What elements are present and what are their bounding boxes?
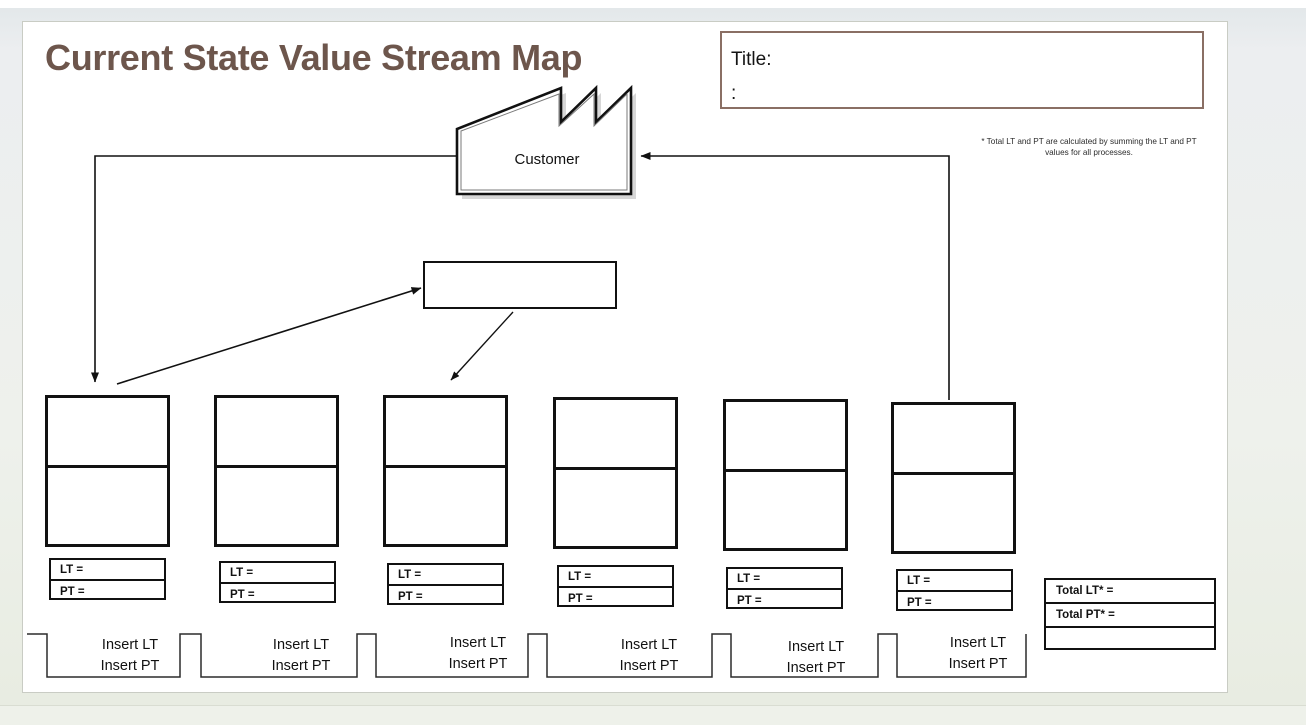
pt-field-4[interactable]: PT = (568, 592, 593, 605)
top-chrome-strip (0, 0, 1306, 9)
timeline-pt-2: Insert PT (271, 658, 331, 674)
process-1-divider (48, 465, 167, 468)
ltpt-box-5[interactable]: LT = PT = (726, 567, 843, 609)
totals-extra-field[interactable] (1046, 628, 1214, 652)
title-textbox[interactable]: Title: : (720, 31, 1204, 109)
timeline-label-3[interactable]: Insert LT Insert PT (403, 633, 553, 675)
page-title[interactable]: Current State Value Stream Map (45, 37, 583, 78)
customer-label: Customer (514, 151, 580, 168)
process-4-top-slot[interactable] (556, 400, 675, 467)
process-to-customer-flow-arrow (640, 152, 950, 400)
timeline-pt-1: Insert PT (100, 658, 160, 674)
timeline-lt-6: Insert LT (949, 635, 1007, 651)
information-flow-arrow-in (116, 287, 422, 385)
totals-box[interactable]: Total LT* = Total PT* = (1044, 578, 1216, 650)
timeline-pt-3: Insert PT (448, 656, 508, 672)
ltpt-box-1[interactable]: LT = PT = (49, 558, 166, 600)
timeline-lt-5: Insert LT (787, 639, 845, 655)
lt-field-6[interactable]: LT = (898, 571, 1011, 592)
timeline-lt-4: Insert LT (620, 637, 678, 653)
footnote-text: * Total LT and PT are calculated by summ… (981, 137, 1197, 157)
lt-field-2[interactable]: LT = (221, 563, 334, 584)
pt-field-6[interactable]: PT = (907, 596, 932, 609)
diagram-overlay (27, 84, 1027, 678)
lt-field-5[interactable]: LT = (728, 569, 841, 590)
process-2-bottom-slot[interactable] (217, 468, 336, 544)
process-3-top-slot[interactable] (386, 398, 505, 465)
process-4-bottom-slot[interactable] (556, 470, 675, 546)
process-2-top-slot[interactable] (217, 398, 336, 465)
lt-field-3[interactable]: LT = (389, 565, 502, 586)
timeline-pt-5: Insert PT (786, 660, 846, 676)
pt-field-2[interactable]: PT = (230, 588, 255, 601)
process-5-divider (726, 469, 845, 472)
timeline-lt-1: Insert LT (101, 637, 159, 653)
process-1-bottom-slot[interactable] (48, 468, 167, 544)
process-5-bottom-slot[interactable] (726, 472, 845, 548)
customer-node[interactable]: Customer (451, 85, 643, 195)
ltpt-box-3[interactable]: LT = PT = (387, 563, 504, 605)
title-textbox-line-1: Title: (731, 49, 772, 70)
total-pt-field[interactable]: Total PT* = (1046, 604, 1214, 628)
total-lt-field[interactable]: Total LT* = (1046, 580, 1214, 604)
process-box-4[interactable] (553, 397, 678, 549)
title-textbox-line-2: : (731, 83, 737, 104)
timeline-label-2[interactable]: Insert LT Insert PT (226, 635, 376, 677)
timeline-label-5[interactable]: Insert LT Insert PT (741, 637, 891, 679)
timeline-ladder (27, 633, 1027, 678)
ltpt-box-2[interactable]: LT = PT = (219, 561, 336, 603)
timeline-lt-3: Insert LT (449, 635, 507, 651)
process-box-2[interactable] (214, 395, 339, 547)
lt-field-1[interactable]: LT = (51, 560, 164, 581)
process-3-divider (386, 465, 505, 468)
ltpt-box-4[interactable]: LT = PT = (557, 565, 674, 607)
pt-field-5[interactable]: PT = (737, 594, 762, 607)
process-6-bottom-slot[interactable] (894, 475, 1013, 551)
process-5-top-slot[interactable] (726, 402, 845, 469)
process-6-top-slot[interactable] (894, 405, 1013, 472)
timeline-pt-6: Insert PT (948, 656, 1008, 672)
bottom-chrome-strip (0, 705, 1306, 725)
process-box-3[interactable] (383, 395, 508, 547)
process-box-5[interactable] (723, 399, 848, 551)
lt-field-4[interactable]: LT = (559, 567, 672, 588)
factory-icon (455, 84, 636, 199)
timeline-label-6[interactable]: Insert LT Insert PT (903, 633, 1053, 675)
process-box-1[interactable] (45, 395, 170, 547)
customer-to-process-flow-arrow (91, 155, 457, 383)
process-box-6[interactable] (891, 402, 1016, 554)
process-4-divider (556, 467, 675, 470)
timeline-pt-4: Insert PT (619, 658, 679, 674)
production-control-box[interactable] (423, 261, 617, 309)
timeline-lt-2: Insert LT (272, 637, 330, 653)
ltpt-box-6[interactable]: LT = PT = (896, 569, 1013, 611)
information-flow-arrow-out (450, 311, 514, 381)
process-2-divider (217, 465, 336, 468)
pt-field-3[interactable]: PT = (398, 590, 423, 603)
process-6-divider (894, 472, 1013, 475)
pt-field-1[interactable]: PT = (60, 585, 85, 598)
process-3-bottom-slot[interactable] (386, 468, 505, 544)
process-1-top-slot[interactable] (48, 398, 167, 465)
timeline-label-1[interactable]: Insert LT Insert PT (55, 635, 205, 677)
timeline-label-4[interactable]: Insert LT Insert PT (574, 635, 724, 677)
slide-canvas[interactable]: Current State Value Stream Map Title: : … (22, 21, 1228, 693)
